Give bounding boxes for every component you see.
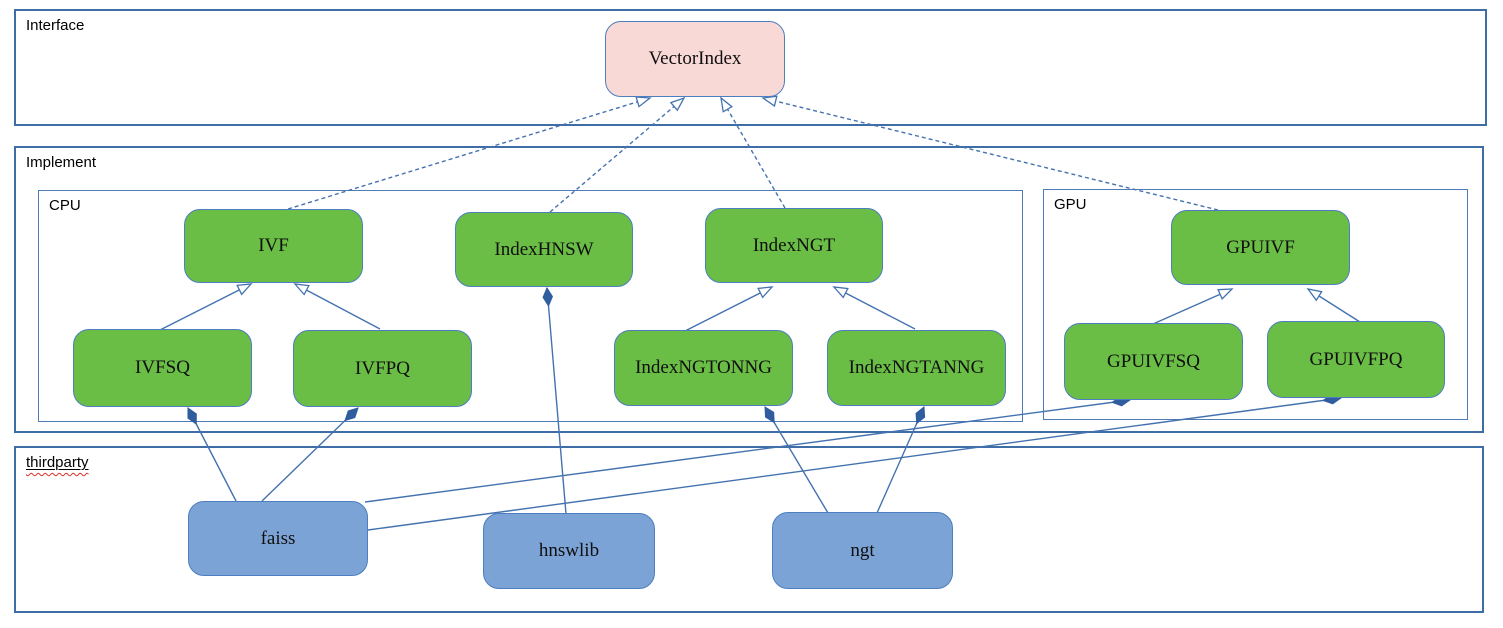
node-indexhnsw: IndexHNSW — [455, 212, 633, 287]
node-ivf-label: IVF — [258, 235, 289, 256]
node-ivfsq: IVFSQ — [73, 329, 252, 407]
edge-generalization-ivfpq-ivf — [293, 283, 381, 330]
edge-generalization-indexngtonng-indexngt — [684, 286, 774, 332]
node-ivfsq-label: IVFSQ — [135, 357, 190, 378]
node-indexngtanng-label: IndexNGTANNG — [848, 357, 985, 378]
node-gpuivfsq-label: GPUIVFSQ — [1107, 350, 1200, 372]
edge-generalization-gpuivfpq-gpuivf — [1306, 288, 1361, 323]
edge-composition-indexhnsw-hnswlib — [547, 288, 567, 515]
node-gpuivfpq-label: GPUIVFPQ — [1309, 348, 1403, 370]
edge-generalization-indexngtanng-indexngt — [832, 286, 916, 330]
node-ngt: ngt — [772, 512, 953, 589]
node-indexngt-label: IndexNGT — [752, 234, 836, 256]
node-hnswlib-label: hnswlib — [538, 540, 600, 561]
section-cpu-label: CPU — [49, 197, 81, 214]
node-faiss: faiss — [188, 501, 368, 576]
section-interface-label: Interface — [26, 17, 85, 34]
section-implement-label: Implement — [26, 154, 97, 171]
node-gpuivf: GPUIVF — [1171, 210, 1350, 285]
section-gpu-label: GPU — [1054, 196, 1087, 213]
section-gpu: GPU — [1043, 189, 1468, 420]
section-thirdparty-label: thirdparty — [26, 454, 89, 471]
edge-generalization-gpuivfsq-gpuivf — [1152, 288, 1234, 325]
node-vectorindex-label: VectorIndex — [648, 48, 742, 69]
node-indexngtonng: IndexNGTONNG — [614, 330, 793, 406]
node-indexhnsw-label: IndexHNSW — [494, 238, 594, 260]
node-indexngt: IndexNGT — [705, 208, 883, 283]
edge-realization-indexhnsw-vectorindex — [549, 96, 686, 213]
section-interface: Interface — [14, 9, 1487, 126]
edge-generalization-ivfsq-ivf — [159, 283, 253, 331]
node-indexngtonng-label: IndexNGTONNG — [635, 357, 772, 378]
edge-composition-gpuivfsq-faiss — [364, 400, 1130, 503]
node-indexngtanng: IndexNGTANNG — [827, 330, 1006, 406]
node-ivfpq-label: IVFPQ — [355, 357, 410, 379]
node-faiss-label: faiss — [260, 527, 296, 549]
edge-realization-gpuivf-vectorindex — [761, 95, 1219, 211]
edge-composition-ivfpq-faiss — [261, 408, 358, 502]
node-ivf: IVF — [184, 209, 363, 283]
edge-composition-gpuivfpq-faiss — [367, 398, 1341, 531]
node-hnswlib: hnswlib — [483, 513, 655, 589]
edge-realization-indexngt-vectorindex — [720, 96, 786, 209]
edge-composition-indexngtonng-ngt — [764, 407, 829, 514]
node-ivfpq: IVFPQ — [293, 330, 472, 407]
section-cpu: CPU — [38, 190, 1023, 422]
node-gpuivf-label: GPUIVF — [1226, 236, 1295, 258]
node-gpuivfsq: GPUIVFSQ — [1064, 323, 1243, 400]
section-thirdparty: thirdparty — [14, 446, 1484, 613]
edge-realization-ivf-vectorindex — [287, 96, 652, 210]
node-vectorindex: VectorIndex — [605, 21, 785, 97]
node-gpuivfpq: GPUIVFPQ — [1267, 321, 1445, 398]
edge-composition-indexngtanng-ngt — [876, 407, 924, 514]
edge-composition-ivfsq-faiss — [187, 408, 237, 502]
node-ngt-label: ngt — [850, 539, 875, 561]
